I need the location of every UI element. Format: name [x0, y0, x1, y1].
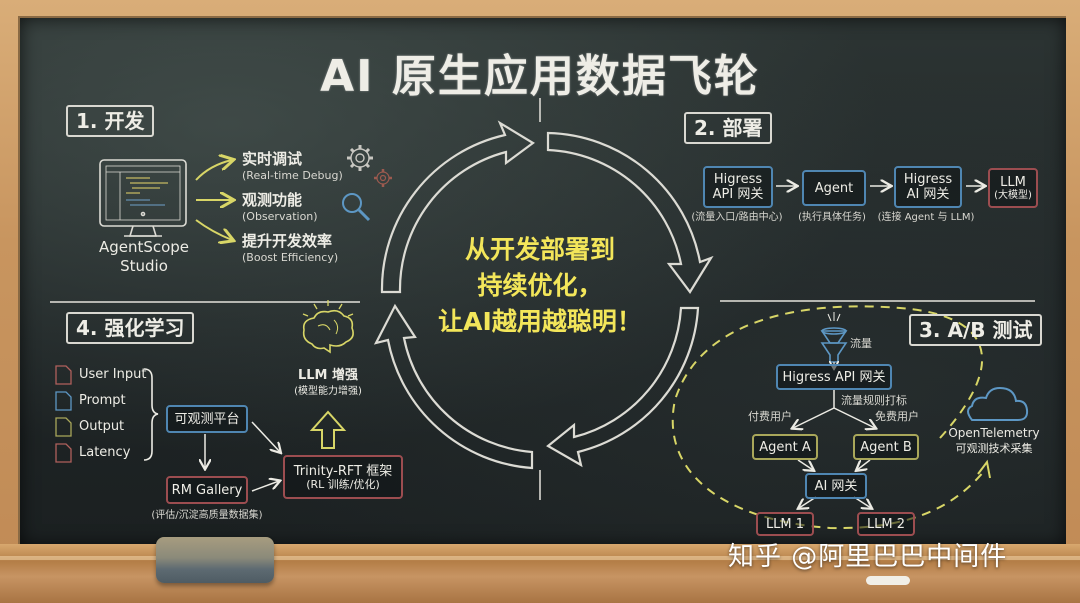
feature-cn: 提升开发效率 [242, 232, 333, 250]
source-prompt: Prompt [79, 393, 126, 408]
node-line-2: AI 网关 [906, 187, 950, 202]
section-label-develop: 1. 开发 [66, 105, 155, 137]
node-line-1: Agent B [860, 439, 912, 455]
paid-user-label: 付费用户 [748, 410, 792, 423]
feature-arrows [195, 160, 232, 240]
node-observability-platform: 可观测平台 [166, 405, 248, 433]
center-message-line-3: 让AI越用越聪明！ [438, 307, 642, 336]
eraser [156, 537, 274, 583]
ledge-lip [0, 556, 1080, 560]
node-line-1: Higress [713, 172, 763, 187]
center-message: 从开发部署到 持续优化， 让AI越用越聪明！ [398, 232, 682, 340]
node-llm-1: LLM 1 [756, 512, 814, 536]
node-line-1: RM Gallery [171, 482, 243, 498]
section-label-rl: 4. 强化学习 [66, 312, 195, 344]
source-brace [143, 368, 159, 461]
node-line-1: Trinity-RFT 框架 [293, 463, 393, 479]
divider-lines [50, 98, 1035, 500]
cloud-icon [967, 386, 1029, 421]
node-agent-a: Agent A [752, 434, 818, 460]
node-llm: LLM (大模型) [988, 168, 1038, 208]
llm-boost-line-2: (模型能力增强) [294, 386, 362, 397]
node-agent-b: Agent B [853, 434, 919, 460]
telemetry-line-2: 可观测技术采集 [955, 442, 1033, 455]
node-line-1: Higress API 网关 [782, 369, 886, 385]
llm-boost-line-1: LLM 增强 [297, 368, 359, 383]
node-line-1: LLM 1 [765, 516, 805, 532]
section-label-deploy: 2. 部署 [684, 112, 773, 144]
node-ab-higress-api-gateway: Higress API 网关 [776, 364, 892, 390]
feature-en: (Observation) [242, 210, 318, 223]
funnel-icon [820, 312, 848, 363]
traffic-rule-tag-label: 流量规则打标 [841, 394, 907, 407]
caption-traffic-entry: (流量入口/路由中心) [691, 212, 783, 223]
boost-up-arrow [309, 410, 347, 449]
node-line-2: (大模型) [994, 189, 1032, 201]
free-user-label: 免费用户 [875, 410, 919, 423]
ab-loop-arrowhead [977, 459, 991, 479]
traffic-label: 流量 [850, 337, 872, 350]
rl-connectors [205, 421, 280, 492]
brain-icon [302, 300, 354, 354]
node-line-1: AI 网关 [814, 478, 858, 494]
node-higress-ai-gateway: Higress AI 网关 [894, 166, 962, 208]
section-label-ab-test: 3. A/B 测试 [909, 314, 1043, 346]
source-output: Output [79, 419, 125, 434]
center-message-line-1: 从开发部署到 [464, 235, 615, 264]
node-line-1: 可观测平台 [174, 411, 240, 427]
gear-icon [347, 145, 373, 171]
node-ab-ai-gateway: AI 网关 [805, 473, 867, 499]
magnifier-icon [342, 193, 371, 222]
page-title: AI 原生应用数据飞轮 [320, 51, 760, 102]
feature-en: (Boost Efficiency) [242, 251, 339, 264]
gear-small-icon [374, 169, 392, 187]
source-user-input: User Input [79, 367, 147, 382]
tool-name-line-1: AgentScope [98, 238, 190, 256]
caption-execute-task: (执行具体任务) [798, 212, 866, 223]
feature-en: (Real-time Debug) [242, 169, 343, 182]
llm-boost-label: LLM 增强 (模型能力增强) [280, 368, 376, 400]
source-doc-icons [55, 365, 72, 463]
node-line-1: LLM 2 [866, 516, 906, 532]
opentelemetry-label: OpenTelemetry 可观测技术采集 [946, 426, 1042, 456]
node-trinity-rft: Trinity-RFT 框架 (RL 训练/优化) [283, 455, 403, 499]
caption-connect-agent-llm: (连接 Agent 与 LLM) [877, 212, 975, 223]
node-line-1: Higress [903, 172, 953, 187]
cycle-arrows [373, 120, 714, 470]
source-latency: Latency [79, 445, 131, 460]
node-line-2: API 网关 [712, 187, 764, 202]
node-line-1: LLM [1000, 174, 1026, 190]
feature-observation: 观测功能 (Observation) [242, 189, 318, 223]
feature-boost-efficiency: 提升开发效率 (Boost Efficiency) [242, 230, 338, 264]
node-line-1: Agent [814, 180, 854, 196]
feature-cn: 观测功能 [242, 191, 303, 209]
node-line-1: Agent A [759, 439, 811, 455]
node-higress-api-gateway: Higress API 网关 [703, 166, 773, 208]
watermark: 知乎 @阿里巴巴中间件 [728, 542, 1008, 572]
node-agent: Agent [802, 170, 866, 206]
center-message-line-2: 持续优化， [477, 271, 603, 300]
chalk-stick [866, 576, 910, 585]
rm-gallery-caption: (评估/沉淀高质量数据集) [151, 510, 263, 521]
tool-name-line-2: Studio [120, 257, 168, 275]
monitor-code-icon [99, 159, 187, 237]
node-llm-2: LLM 2 [857, 512, 915, 536]
telemetry-line-1: OpenTelemetry [948, 426, 1040, 440]
feature-realtime-debug: 实时调试 (Real-time Debug) [242, 148, 343, 182]
ab-tree-connectors [793, 390, 875, 508]
feature-cn: 实时调试 [242, 150, 303, 168]
node-rm-gallery: RM Gallery [166, 476, 248, 504]
node-line-2: (RL 训练/优化) [306, 477, 380, 491]
agentscope-studio-label: AgentScope Studio [96, 238, 192, 276]
